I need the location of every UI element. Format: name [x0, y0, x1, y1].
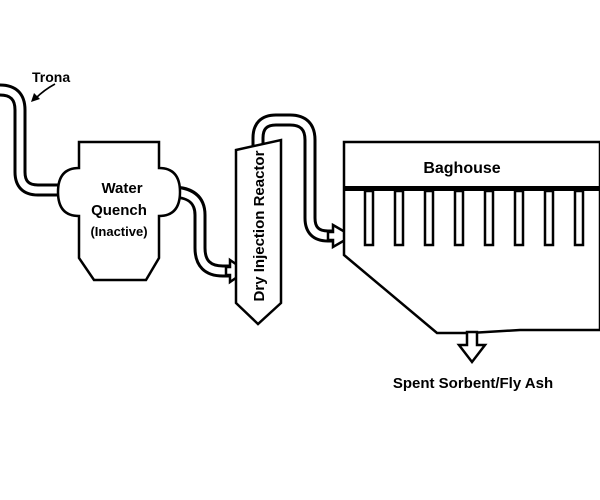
water-quench-label-line1: Water	[101, 180, 142, 197]
water-quench-label-line2: Quench	[91, 202, 147, 219]
filter-bag	[393, 189, 405, 247]
filter-bag	[453, 189, 465, 247]
filter-bag	[543, 189, 555, 247]
trona-label: Trona	[32, 69, 70, 85]
pipe-quench-to-reactor	[169, 185, 249, 285]
output-label: Spent Sorbent/Fly Ash	[393, 375, 553, 392]
filter-bag	[483, 189, 495, 247]
water-quench-status: (Inactive)	[90, 224, 147, 239]
baghouse: Baghouse	[342, 140, 600, 335]
filter-bag	[573, 189, 585, 247]
reactor-label: Dry Injection Reactor	[251, 150, 268, 301]
filter-bag	[513, 189, 525, 247]
trona-callout	[31, 83, 56, 102]
water-quench-vessel: Water Quench (Inactive)	[56, 140, 182, 282]
output-arrow-icon	[456, 330, 488, 365]
dry-injection-reactor: Dry Injection Reactor	[234, 138, 283, 326]
pipe-trona-inlet	[0, 83, 64, 197]
filter-bag	[363, 189, 375, 247]
filter-bag	[423, 189, 435, 247]
baghouse-label: Baghouse	[423, 160, 500, 177]
filter-bags	[363, 189, 585, 247]
baghouse-tube-sheet	[344, 186, 600, 191]
